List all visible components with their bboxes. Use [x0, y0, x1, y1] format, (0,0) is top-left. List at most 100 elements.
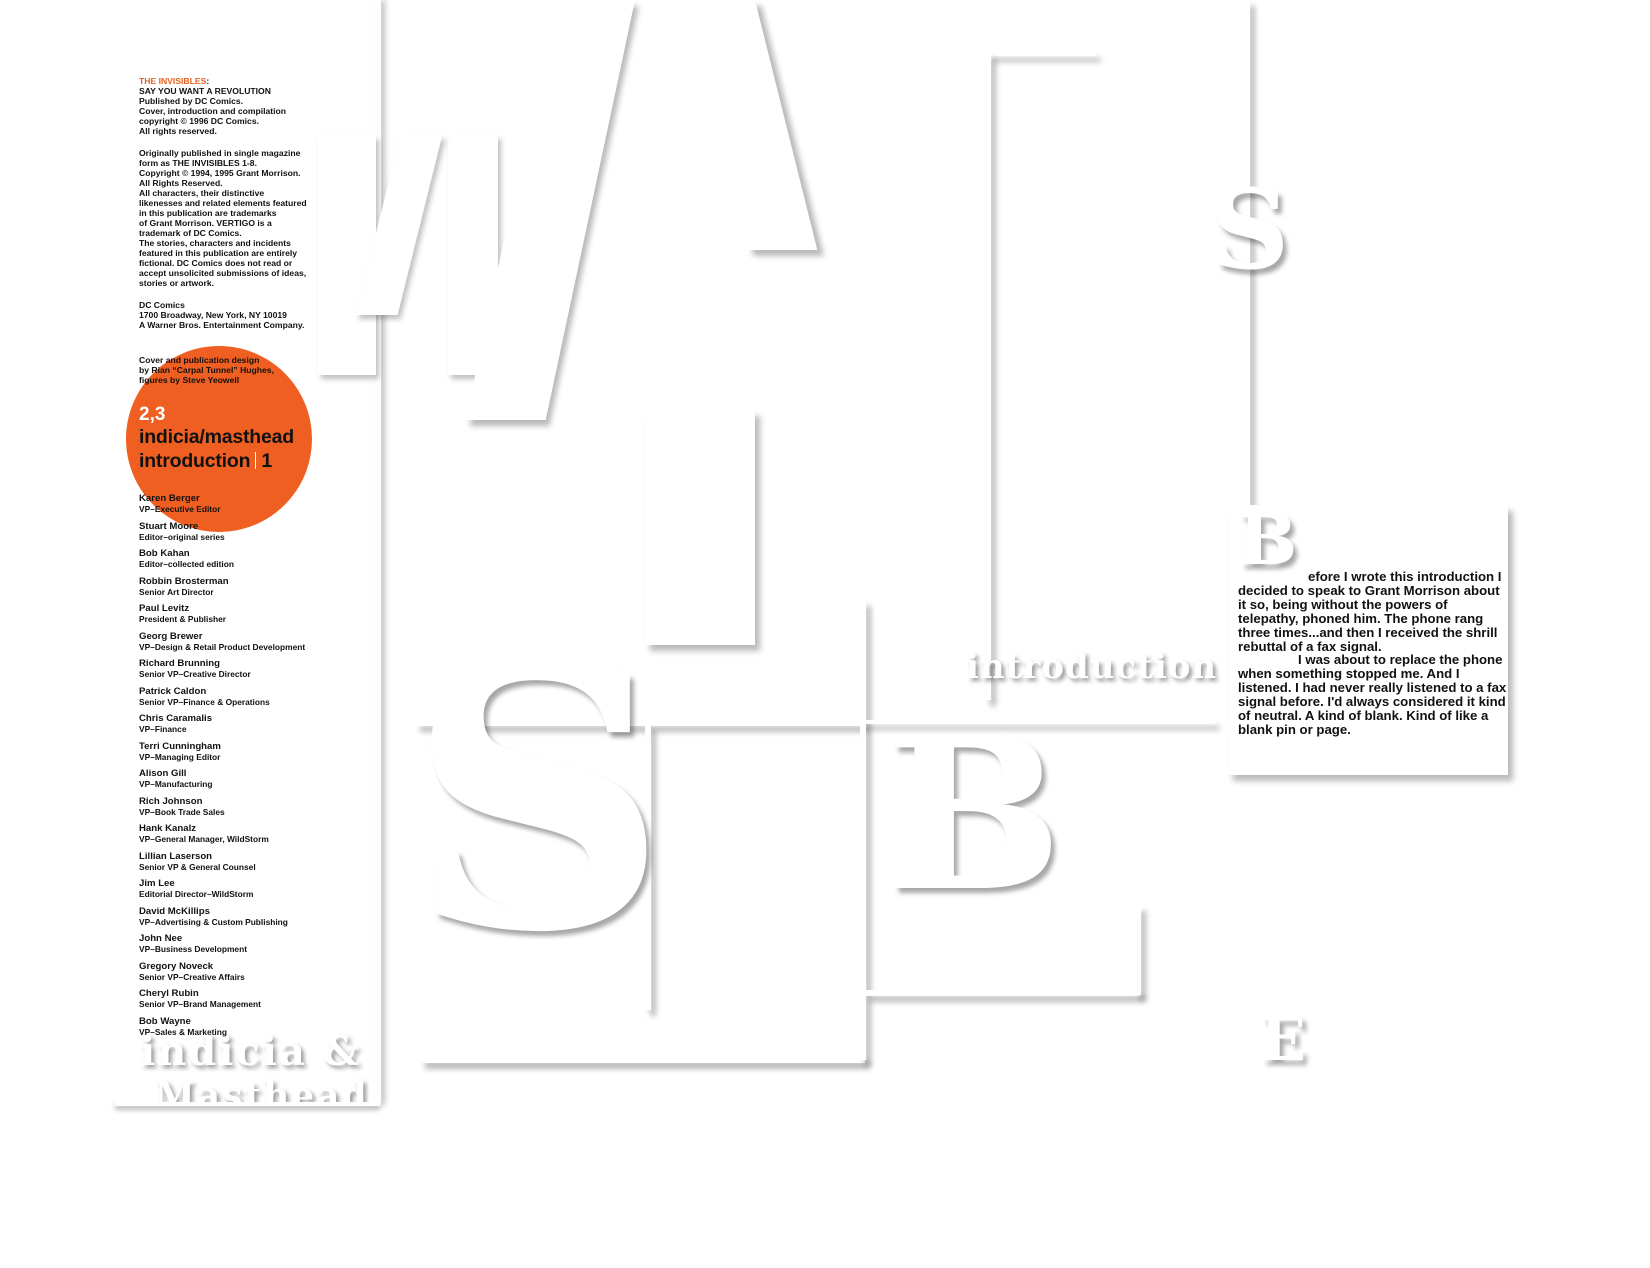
emboss-b-frame [865, 990, 1140, 996]
staff-role: Senior VP–Creative Director [139, 669, 251, 679]
staff-role: VP–Advertising & Custom Publishing [139, 916, 288, 927]
publisher-block: Published by DC Comics. Cover, introduct… [139, 96, 287, 136]
intro-paragraph-1-text: efore I wrote this introduction I decide… [1238, 569, 1502, 654]
staff-role: VP–General Manager, WildStorm [139, 834, 269, 844]
contents-separator [255, 451, 257, 469]
staff-name: Patrick Caldon [139, 685, 207, 697]
contents-item-indicia[interactable]: indicia/masthead [139, 426, 295, 448]
staff-role: VP–Finance [139, 724, 187, 734]
emboss-b-frame-edge [1135, 905, 1141, 995]
emboss-diagonal-v [465, 0, 818, 650]
emboss-bottom-left [115, 1100, 380, 1106]
staff-name: John Nee [139, 933, 183, 944]
staff-role: Senior VP–Brand Management [139, 999, 261, 1009]
ghost-label-introduction: introduction [966, 647, 1218, 687]
staff-name: Alison Gill [139, 768, 187, 779]
staff-role: VP–Business Development [139, 944, 247, 954]
staff-role: VP–Sales & Marketing [139, 1026, 227, 1037]
emboss-letter-n [318, 135, 498, 375]
series-subtitle: SAY YOU WANT A REVOLUTION [139, 86, 271, 96]
staff-name: David McKillips [139, 905, 210, 917]
emboss-mid-bar [865, 720, 1215, 724]
staff-name: Jim Lee [139, 878, 175, 889]
emboss-slab-right-edge [860, 600, 866, 1060]
staff-role: Senior VP–Creative Affairs [139, 971, 245, 982]
credits-block: THE INVISIBLES: SAY YOU WANT A REVOLUTIO… [139, 66, 329, 342]
address-block: DC Comics 1700 Broadway, New York, NY 10… [139, 300, 305, 330]
emboss-tall-frame [988, 52, 1096, 56]
staff-name: Chris Caramalis [139, 713, 213, 724]
staff-role: Editorial Director–WildStorm [139, 889, 254, 899]
staff-role: Editor–collected edition [139, 559, 234, 569]
staff-role: VP–Managing Editor [139, 751, 221, 762]
contents-pages: 2,3 [139, 404, 166, 425]
emboss-bottom-slab [420, 1055, 865, 1063]
staff-name: Paul Levitz [139, 603, 190, 614]
intro-paragraph-2-text: I was about to replace the phone when so… [1238, 652, 1507, 737]
staff-role: VP–Executive Editor [139, 504, 221, 514]
staff-name: Karen Berger [139, 493, 200, 504]
glyph-b-drop: B [1238, 498, 1298, 581]
staff-role: Senior Art Director [139, 586, 214, 597]
staff-name: Hank Kanalz [139, 823, 197, 834]
contents-item-introduction-label: introduction [139, 449, 251, 472]
glyph-e-small: E [1260, 1005, 1306, 1075]
staff-name: Georg Brewer [139, 630, 203, 642]
emboss-center-slab [415, 720, 865, 726]
title-colon: : [206, 76, 210, 86]
intro-paragraph-1: efore I wrote this introduction I decide… [1238, 570, 1508, 653]
staff-name: Gregory Noveck [139, 960, 214, 972]
glyph-b-large: B [885, 691, 1063, 938]
emboss-intro-box [1228, 505, 1508, 775]
staff-name: Lillian Laserson [139, 850, 213, 862]
ghost-label-masthead: Masthead [155, 1078, 369, 1102]
staff-role: VP–Book Trade Sales [139, 806, 225, 817]
series-title: THE INVISIBLES [139, 76, 207, 86]
contents-circle [126, 346, 312, 532]
staff-name: Stuart Moore [139, 520, 199, 532]
staff-role: VP–Design & Retail Product Development [139, 641, 306, 652]
staff-name: Cheryl Rubin [139, 988, 199, 999]
emboss-bar-left [375, 0, 381, 1105]
design-credit: Cover and publication design by Rian “Ca… [139, 355, 274, 385]
staff-role: VP–Manufacturing [139, 779, 213, 789]
legal-block: Originally published in single magazine … [139, 148, 307, 288]
glyph-s-small: S [1210, 165, 1290, 294]
staff-name: Bob Wayne [139, 1015, 191, 1027]
glyph-s-large: S [408, 588, 668, 1011]
staff-name: Bob Kahan [139, 548, 190, 559]
staff-name: Robbin Brosterman [139, 575, 229, 587]
introduction-text: efore I wrote this introduction I decide… [1238, 570, 1508, 737]
ghost-label-indicia: indicia & [140, 1028, 361, 1075]
staff-name: Richard Brunning [139, 658, 221, 669]
staff-role: President & Publisher [139, 614, 227, 624]
emboss-tall-bar [985, 52, 991, 700]
staff-name: Terri Cunningham [139, 740, 221, 752]
staff-role: Editor–original series [139, 531, 225, 542]
emboss-right-bar [1244, 0, 1250, 700]
staff-name: Rich Johnson [139, 795, 203, 807]
emboss-thin-bar [645, 725, 651, 1010]
intro-paragraph-2: I was about to replace the phone when so… [1238, 653, 1508, 736]
